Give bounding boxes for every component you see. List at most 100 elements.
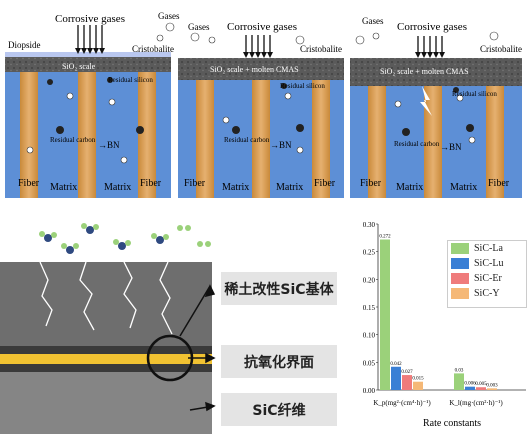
legend-swatch <box>451 273 469 284</box>
interface-layer <box>0 354 212 364</box>
bar-sic-la <box>380 239 390 390</box>
panel-3 <box>350 31 522 198</box>
label-cristobalite: Cristobalite <box>480 44 522 54</box>
label-scale: SiO₂ scale + molten CMAS <box>210 65 299 74</box>
label-matrix: Matrix <box>222 182 249 193</box>
legend-label: SiC-Er <box>474 273 502 284</box>
sio2-cmas-layer <box>350 58 522 86</box>
gas-bubbles <box>190 32 305 154</box>
chart-legend: SiC-La SiC-Lu SiC-Er SiC-Y <box>447 240 527 308</box>
bar-value-label: 0.272 <box>379 234 391 239</box>
y-tick-label: 0.30 <box>363 221 376 229</box>
label-matrix: Matrix <box>276 182 303 193</box>
fiber-column <box>312 80 330 198</box>
sio2-cmas-layer <box>178 58 344 80</box>
label-bn: →BN <box>440 142 462 152</box>
legend-swatch <box>451 258 469 269</box>
label-fiber: Fiber <box>314 178 336 189</box>
crack-lines <box>39 261 173 335</box>
sic-matrix-layer <box>0 262 212 346</box>
legend-item: SiC-La <box>448 241 526 256</box>
label-matrix: Matrix <box>50 182 77 193</box>
bar-sic-la <box>454 373 464 390</box>
bar-sic-er <box>402 375 412 390</box>
label-residual-carbon: Residual carbon <box>50 136 96 144</box>
interface-bottom <box>0 364 212 372</box>
bar-value-label: 0.027 <box>401 370 413 375</box>
x-tick-labels: K_p(mg²·(cm⁴·h)⁻¹) K_l(mg·(cm²·h)⁻¹) <box>373 399 503 407</box>
label-cristobalite: Cristobalite <box>300 44 342 54</box>
diopside-layer <box>5 52 171 57</box>
corrosion-mechanism-panels: Corrosive gases Gases Diopside Cristobal… <box>5 11 522 198</box>
bar-sic-er <box>476 387 486 390</box>
label-gases: Gases <box>158 11 180 21</box>
legend-item: SiC-Er <box>448 271 526 286</box>
label-scale: SiO₂ scale + molten CMAS <box>380 67 469 76</box>
bar-value-label: 0.015 <box>412 377 424 382</box>
label-residual-silicon: Residual silicon <box>280 82 325 90</box>
gas-molecules <box>39 223 211 254</box>
label-cristobalite: Cristobalite <box>132 44 174 54</box>
bar-sic-y <box>487 388 497 390</box>
sio2-scale-layer <box>5 56 171 72</box>
fiber-column <box>78 72 96 198</box>
y-tick-label: 0.25 <box>363 249 376 257</box>
residual-carbon-dots <box>47 77 144 134</box>
fiber-column <box>196 80 214 198</box>
label-fiber: Fiber <box>184 178 206 189</box>
legend-label: SiC-Lu <box>474 258 504 269</box>
fiber-column <box>424 86 442 198</box>
fiber-column <box>252 80 270 198</box>
bar-value-label: 0.03 <box>455 368 464 373</box>
label-gases: Gases <box>362 16 384 26</box>
label-diopside: Diopside <box>8 40 41 50</box>
label-corrosive-gases: Corrosive gases <box>55 13 125 25</box>
coating-schematic <box>0 223 216 434</box>
label-matrix: Matrix <box>450 182 477 193</box>
panel-2 <box>178 32 344 198</box>
label-residual-carbon: Residual carbon <box>224 136 270 144</box>
x-axis-label: Rate constants <box>423 418 481 429</box>
x-tick-label: K_p(mg²·(cm⁴·h)⁻¹) <box>373 399 431 407</box>
label-bn: →BN <box>98 140 120 150</box>
bar-sic-lu <box>465 386 475 390</box>
y-tick-label: 0.05 <box>363 359 376 367</box>
label-scale: SiO₂ scale <box>62 62 96 71</box>
bar-value-label: 0.006 <box>464 382 476 387</box>
bar-sic-lu <box>391 366 401 390</box>
label-bn: →BN <box>270 140 292 150</box>
y-tick-label: 0.00 <box>363 387 376 395</box>
legend-swatch <box>451 288 469 299</box>
label-matrix: Matrix <box>104 182 131 193</box>
bar-group <box>380 239 497 390</box>
bar-value-label: 0.005 <box>475 382 487 387</box>
label-residual-silicon: Residual silicon <box>108 76 153 84</box>
bar-value-label: 0.042 <box>390 362 402 367</box>
y-tick-label: 0.15 <box>363 304 376 312</box>
gas-arrows <box>77 25 103 50</box>
y-tick-labels: 0.00 0.05 0.10 0.15 0.20 0.25 0.30 <box>363 221 378 395</box>
label-fiber: Fiber <box>488 178 510 189</box>
legend-label: SiC-La <box>474 243 503 254</box>
y-tick-label: 0.20 <box>363 276 376 284</box>
sic-fiber-layer <box>0 372 212 434</box>
label-fiber: Fiber <box>140 178 162 189</box>
fiber-column <box>368 86 386 198</box>
label-corrosive-gases: Corrosive gases <box>227 21 297 33</box>
label-sic-fiber: SiC纤维 <box>221 393 337 426</box>
label-corrosive-gases: Corrosive gases <box>397 21 467 33</box>
fiber-column <box>20 72 38 198</box>
legend-swatch <box>451 243 469 254</box>
gas-bubbles <box>26 22 175 164</box>
y-tick-label: 0.10 <box>363 332 376 340</box>
bar-value-label: 0.003 <box>486 383 498 388</box>
x-tick-label: K_l(mg·(cm²·h)⁻¹) <box>449 399 503 407</box>
fiber-column <box>486 86 504 198</box>
label-residual-silicon: Residual silicon <box>452 90 497 98</box>
panel-1 <box>5 22 175 198</box>
legend-label: SiC-Y <box>474 288 500 299</box>
label-antioxidation-interface: 抗氧化界面 <box>221 345 337 378</box>
fiber-column <box>138 72 156 198</box>
label-matrix: Matrix <box>396 182 423 193</box>
